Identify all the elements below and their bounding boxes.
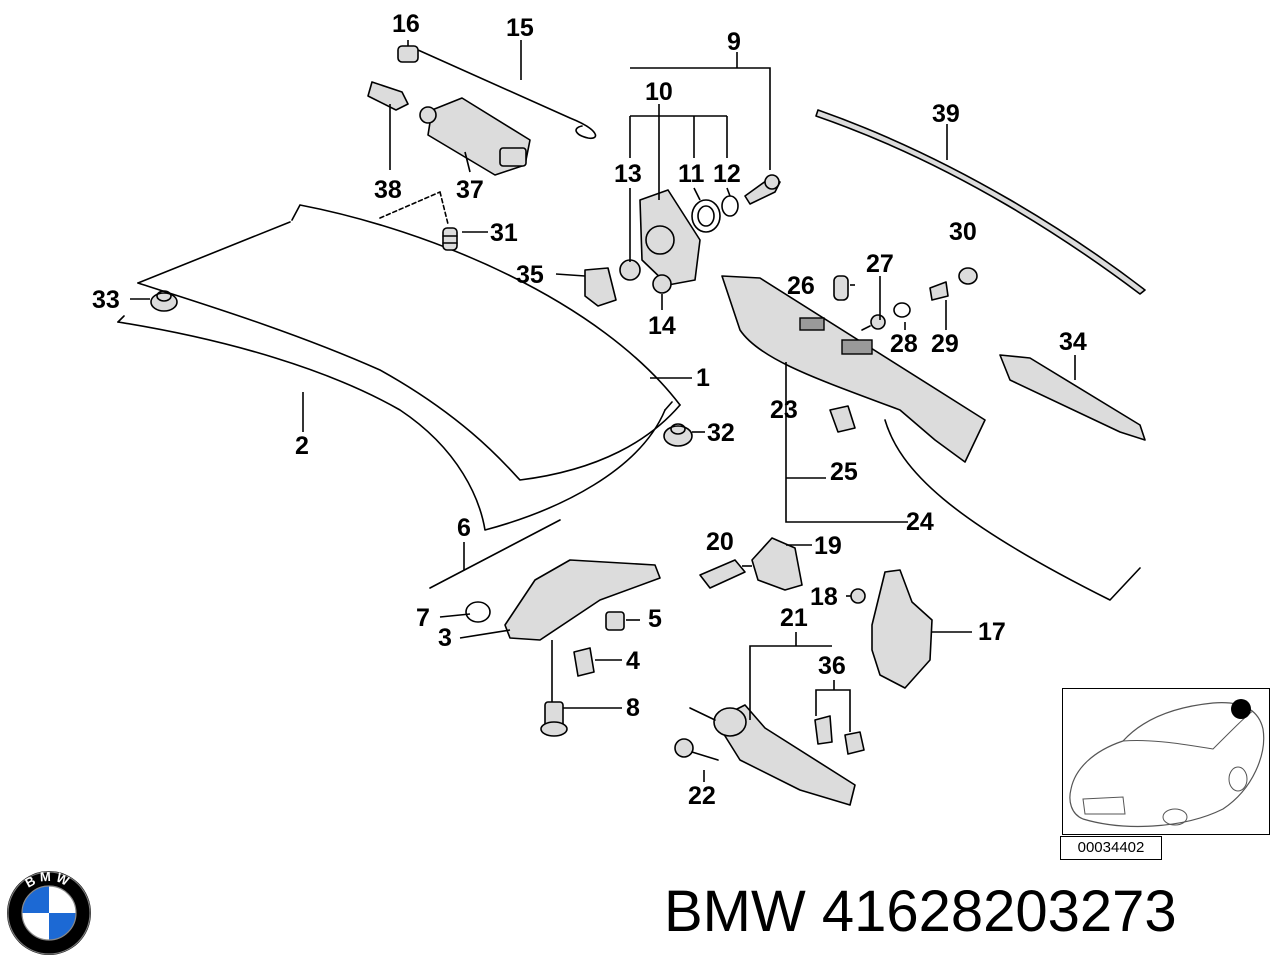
callout-12: 12	[713, 160, 741, 188]
cap-30	[958, 267, 978, 285]
callout-34: 34	[1059, 328, 1087, 356]
locator-code: 00034402	[1060, 836, 1162, 860]
callout-5: 5	[648, 605, 662, 633]
callout-26: 26	[787, 272, 815, 300]
callout-18: 18	[810, 583, 838, 611]
plug-38	[367, 81, 409, 111]
screw-18	[850, 588, 866, 604]
vehicle-locator-thumbnail	[1062, 688, 1270, 835]
callout-39: 39	[932, 100, 960, 128]
car-outline	[1069, 699, 1265, 828]
callout-27: 27	[866, 250, 894, 278]
washer-28	[893, 302, 911, 318]
bumper-31	[442, 227, 458, 251]
key-9	[744, 174, 781, 205]
callout-14: 14	[648, 312, 676, 340]
callout-20: 20	[706, 528, 734, 556]
callout-24: 24	[906, 508, 934, 536]
callout-2: 2	[295, 432, 309, 460]
callout-19: 19	[814, 532, 842, 560]
callout-6: 6	[457, 514, 471, 542]
callout-32: 32	[707, 419, 735, 447]
handle-trim-24	[721, 275, 1141, 601]
callout-23: 23	[770, 396, 798, 424]
callout-10: 10	[645, 78, 673, 106]
callout-13: 13	[614, 160, 642, 188]
callout-38: 38	[374, 176, 402, 204]
callout-9: 9	[727, 28, 741, 56]
callout-28: 28	[890, 330, 918, 358]
callout-labels: 16 15 9 10 13 11 12 38 37 31 35 14 33 1 …	[92, 10, 1087, 810]
callout-22: 22	[688, 782, 716, 810]
callout-4: 4	[626, 647, 640, 675]
bracket-35	[584, 267, 617, 307]
actuator-21	[689, 704, 856, 806]
clip-25	[829, 405, 856, 433]
seal-11	[691, 199, 721, 233]
grommet-33	[150, 290, 178, 312]
bracket-34	[999, 354, 1146, 441]
leader-lines	[130, 40, 1076, 782]
clips-36	[814, 715, 865, 755]
actuator-37	[419, 97, 531, 176]
lock-17	[871, 569, 933, 689]
callout-35: 35	[516, 261, 544, 289]
callout-15: 15	[506, 14, 534, 42]
ring-12	[721, 195, 739, 217]
hinge-assembly	[429, 519, 661, 737]
trim-strip-39	[815, 109, 1146, 295]
release-cable-15	[397, 45, 597, 140]
callout-29: 29	[931, 330, 959, 358]
callout-11: 11	[678, 160, 705, 188]
callout-1: 1	[696, 364, 710, 392]
callout-30: 30	[949, 218, 977, 246]
callout-31: 31	[490, 219, 518, 247]
location-marker	[1231, 699, 1251, 719]
striker-19	[751, 537, 803, 591]
callout-7: 7	[416, 604, 430, 632]
screw-27	[861, 314, 886, 331]
nut-14	[652, 274, 672, 294]
svg-text:BMW: BMW	[23, 870, 76, 890]
callout-3: 3	[438, 624, 452, 652]
callout-33: 33	[92, 286, 120, 314]
logo-lettering: BMW	[23, 870, 72, 890]
callout-8: 8	[626, 694, 640, 722]
pin-20	[699, 559, 746, 589]
callout-37: 37	[456, 176, 484, 204]
callout-21: 21	[780, 604, 808, 632]
callout-16: 16	[392, 10, 420, 38]
callout-17: 17	[978, 618, 1006, 646]
bmw-logo: BMW	[7, 870, 91, 955]
callout-25: 25	[830, 458, 858, 486]
screw-29	[929, 281, 949, 301]
screw-22	[674, 738, 719, 761]
trunk-lid	[117, 204, 681, 531]
callout-36: 36	[818, 652, 846, 680]
lock-housing-13	[619, 189, 701, 286]
pin-26	[833, 275, 849, 301]
grommet-32	[663, 423, 693, 447]
part-number-label: BMW 41628203273	[664, 879, 1177, 944]
